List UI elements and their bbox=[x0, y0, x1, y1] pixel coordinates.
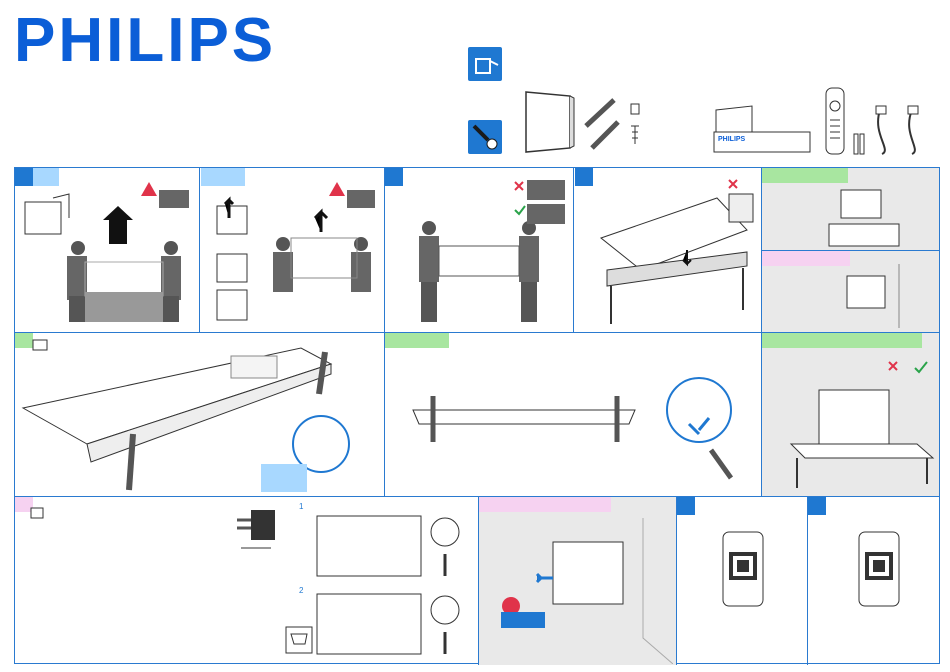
screw-stand-detail-icon bbox=[659, 374, 739, 484]
wall-mount-back-illustration bbox=[315, 592, 475, 660]
stand-attached-illustration bbox=[409, 394, 641, 444]
instruction-grid: 1 2 bbox=[14, 167, 940, 664]
qr-code-phone-icon bbox=[857, 530, 903, 608]
power-cable-icon bbox=[872, 104, 932, 156]
tv-panel-icon bbox=[520, 90, 580, 155]
correct-incorrect-icons bbox=[513, 180, 569, 228]
box-label: PHILIPS bbox=[718, 136, 745, 143]
tv-on-wall-icon bbox=[843, 264, 933, 330]
warning-icon bbox=[327, 178, 377, 212]
remote-control-icon bbox=[820, 86, 852, 156]
wall-mount-clearance-illustration bbox=[483, 518, 673, 664]
wall-screw-depth-icon bbox=[237, 508, 277, 554]
screwdriver-tool-icon bbox=[468, 120, 502, 154]
screw-icon bbox=[627, 100, 643, 148]
warning-icon bbox=[139, 178, 191, 212]
carry-tv-illustration bbox=[405, 218, 555, 326]
tv-out-of-box-illustration bbox=[211, 192, 381, 328]
tv-on-table-illustration bbox=[777, 358, 937, 494]
battery-icon bbox=[852, 132, 866, 156]
step-number-1: 1 bbox=[299, 502, 303, 511]
unpack-box-icon bbox=[468, 47, 502, 81]
stand-leg-icon bbox=[582, 96, 622, 151]
tv-on-wall-icon bbox=[29, 506, 45, 522]
wall-mount-back-illustration bbox=[315, 514, 475, 580]
attach-stand-illustration bbox=[21, 344, 381, 494]
correct-incorrect-icons bbox=[727, 178, 755, 226]
tv-on-stand-icon bbox=[827, 188, 913, 248]
philips-logo: PHILIPS bbox=[14, 10, 276, 72]
product-box-icon: PHILIPS bbox=[712, 104, 812, 154]
shopping-cart-icon bbox=[285, 626, 313, 654]
qr-code-phone-icon bbox=[721, 530, 767, 608]
step-number-2: 2 bbox=[299, 586, 303, 595]
